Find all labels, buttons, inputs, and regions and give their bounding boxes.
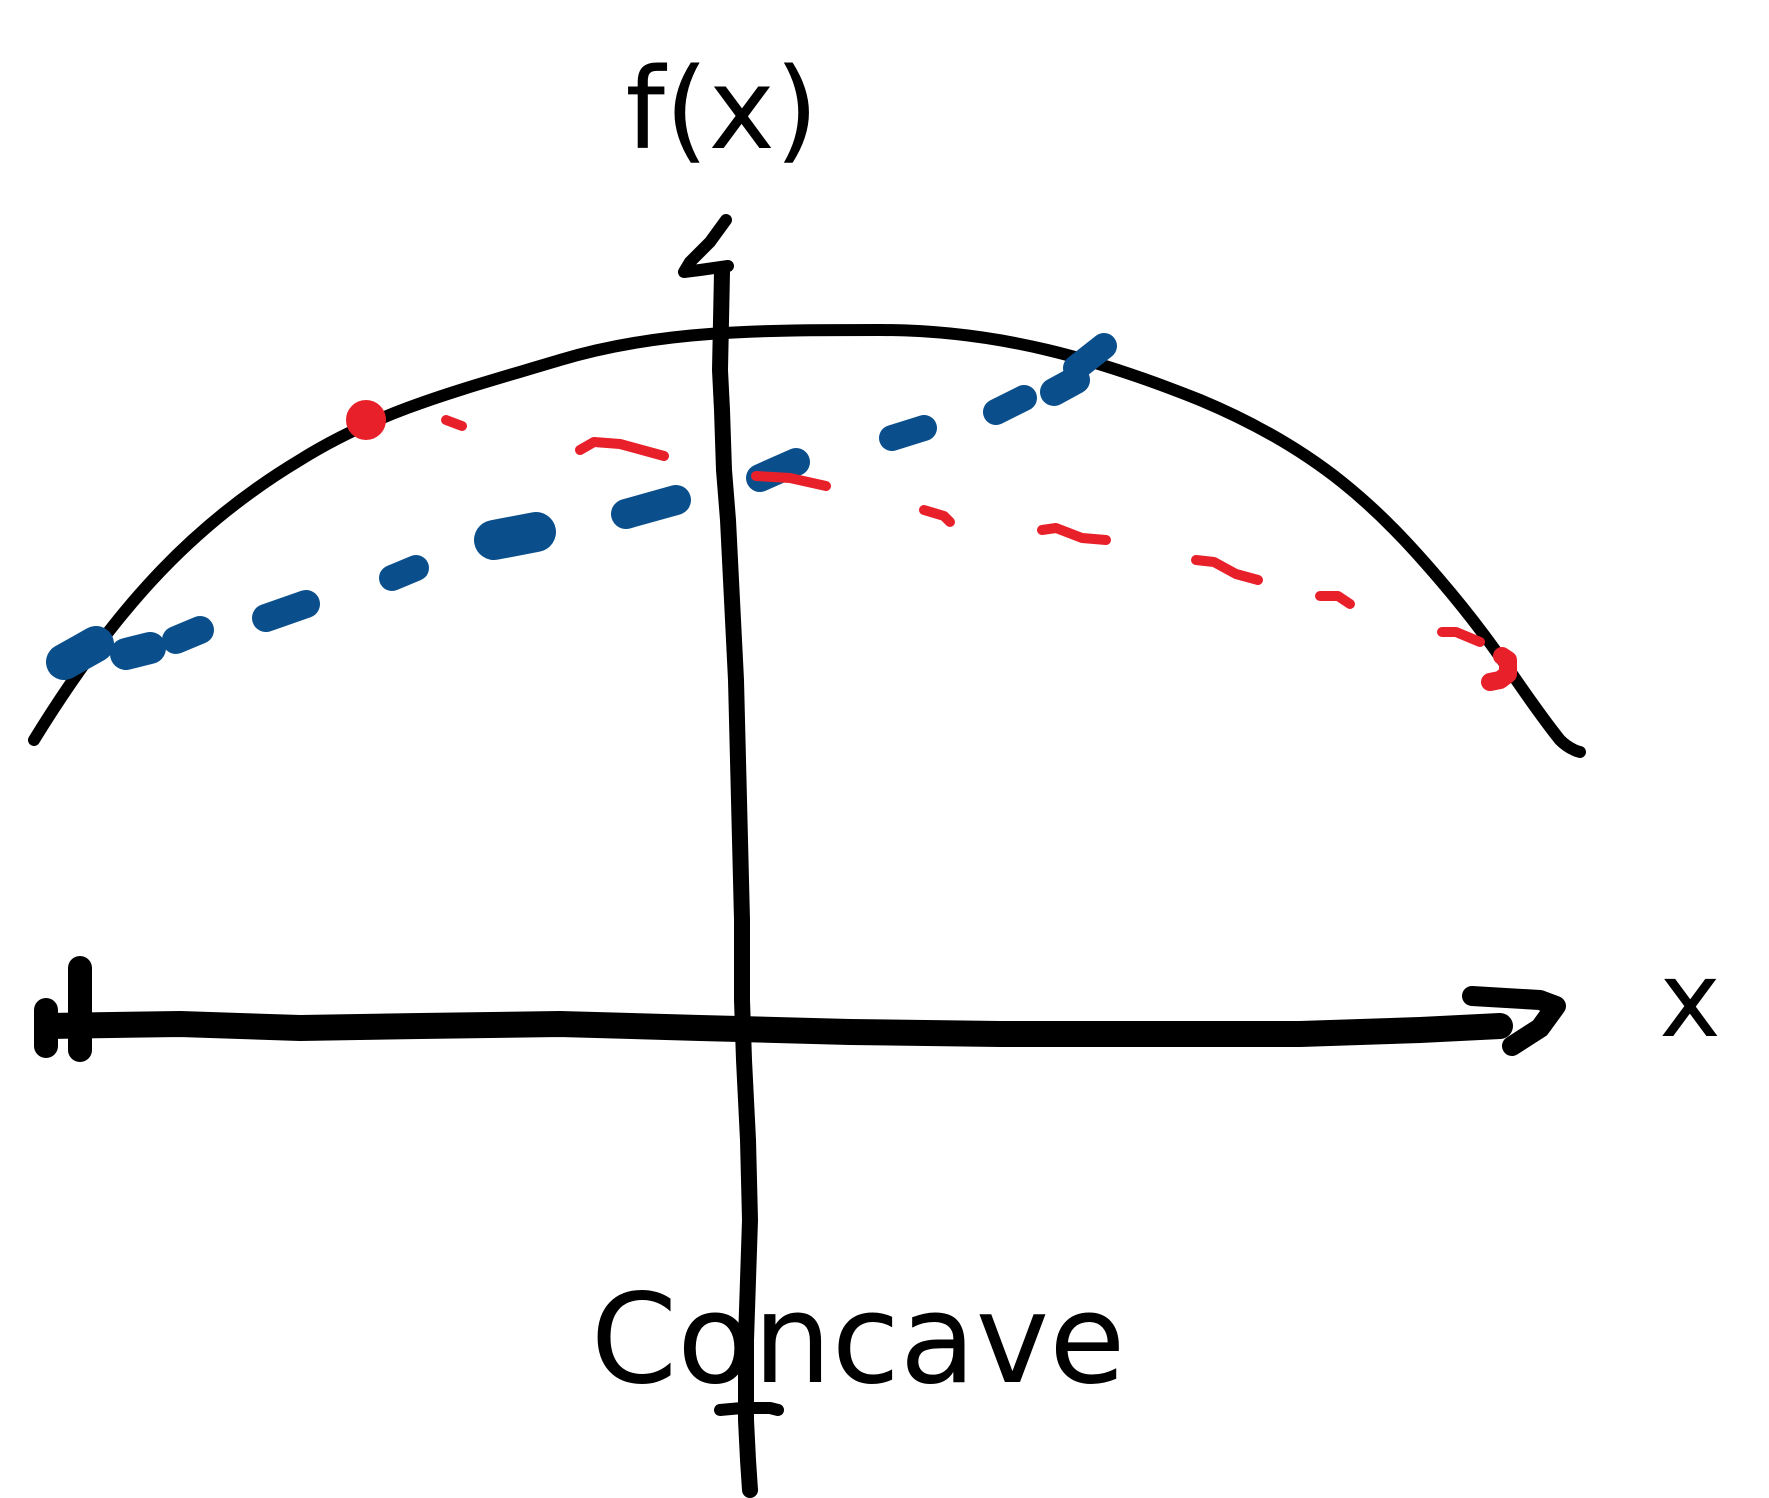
red-chord-segment bbox=[919, 505, 955, 527]
caption: Concave bbox=[591, 1268, 1126, 1412]
blue-chord-segment bbox=[983, 385, 1037, 425]
y-axis-label: f(x) bbox=[625, 45, 818, 175]
x-axis-label: x bbox=[1659, 939, 1721, 1061]
red-chord bbox=[346, 400, 1517, 691]
blue-chord-segment bbox=[252, 590, 320, 632]
red-chord-segment bbox=[575, 437, 669, 461]
concave-curve bbox=[28, 324, 1586, 758]
blue-chord-segment bbox=[879, 415, 937, 451]
x-axis-line bbox=[35, 1011, 1513, 1047]
blue-chord-segment bbox=[379, 555, 429, 591]
red-chord-segment bbox=[441, 415, 467, 431]
blue-chord-segment bbox=[1040, 366, 1090, 406]
red-chord-left-endpoint bbox=[346, 400, 386, 440]
blue-chord-segment bbox=[46, 626, 114, 680]
red-chord-segment bbox=[1037, 523, 1111, 545]
blue-chord-segment bbox=[110, 632, 166, 670]
blue-chord-segment bbox=[162, 616, 214, 654]
blue-chord-segment bbox=[1063, 333, 1117, 381]
red-chord-segment bbox=[1315, 591, 1355, 609]
red-chord-segment bbox=[751, 471, 831, 491]
red-chord-segment bbox=[1437, 627, 1485, 647]
red-chord-right-endpoint bbox=[1481, 647, 1517, 691]
y-axis-line bbox=[712, 264, 758, 1498]
blue-chord-segment bbox=[474, 512, 556, 560]
y-axis-arrow-up bbox=[678, 214, 734, 278]
blue-chord bbox=[46, 333, 1117, 680]
x-axis-arrow-right bbox=[1462, 986, 1566, 1056]
blue-chord-segment bbox=[611, 485, 691, 529]
y-axis-arrow-down bbox=[714, 1402, 784, 1416]
y-axis bbox=[678, 214, 784, 1498]
x-axis-left-cap bbox=[34, 956, 92, 1062]
red-chord-segment bbox=[1191, 555, 1263, 585]
x-axis bbox=[34, 956, 1566, 1062]
